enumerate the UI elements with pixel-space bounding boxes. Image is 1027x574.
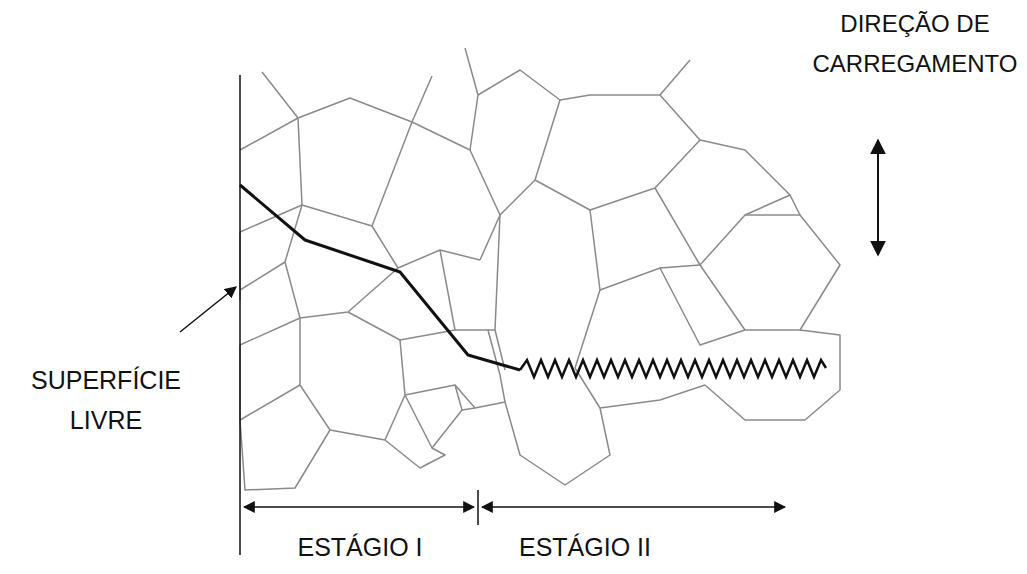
load-direction-arrow (877, 140, 879, 255)
stage-label: ESTÁGIO I (262, 530, 458, 564)
grain-boundaries (240, 48, 840, 490)
stage-label: ESTÁGIO II (490, 530, 680, 564)
load-direction-label: DIREÇÃO DE CARREGAMENTO (808, 4, 1022, 84)
stage-two-span (482, 506, 785, 508)
crack-stage-one (240, 185, 520, 370)
stage-one-span (244, 506, 474, 508)
crack-stage-two (520, 360, 826, 377)
free-surface-label: SUPERFÍCIE LIVRE (6, 360, 206, 440)
free-surface-line (239, 75, 241, 555)
stage-divider (477, 490, 479, 525)
leader-arrow (180, 287, 236, 332)
